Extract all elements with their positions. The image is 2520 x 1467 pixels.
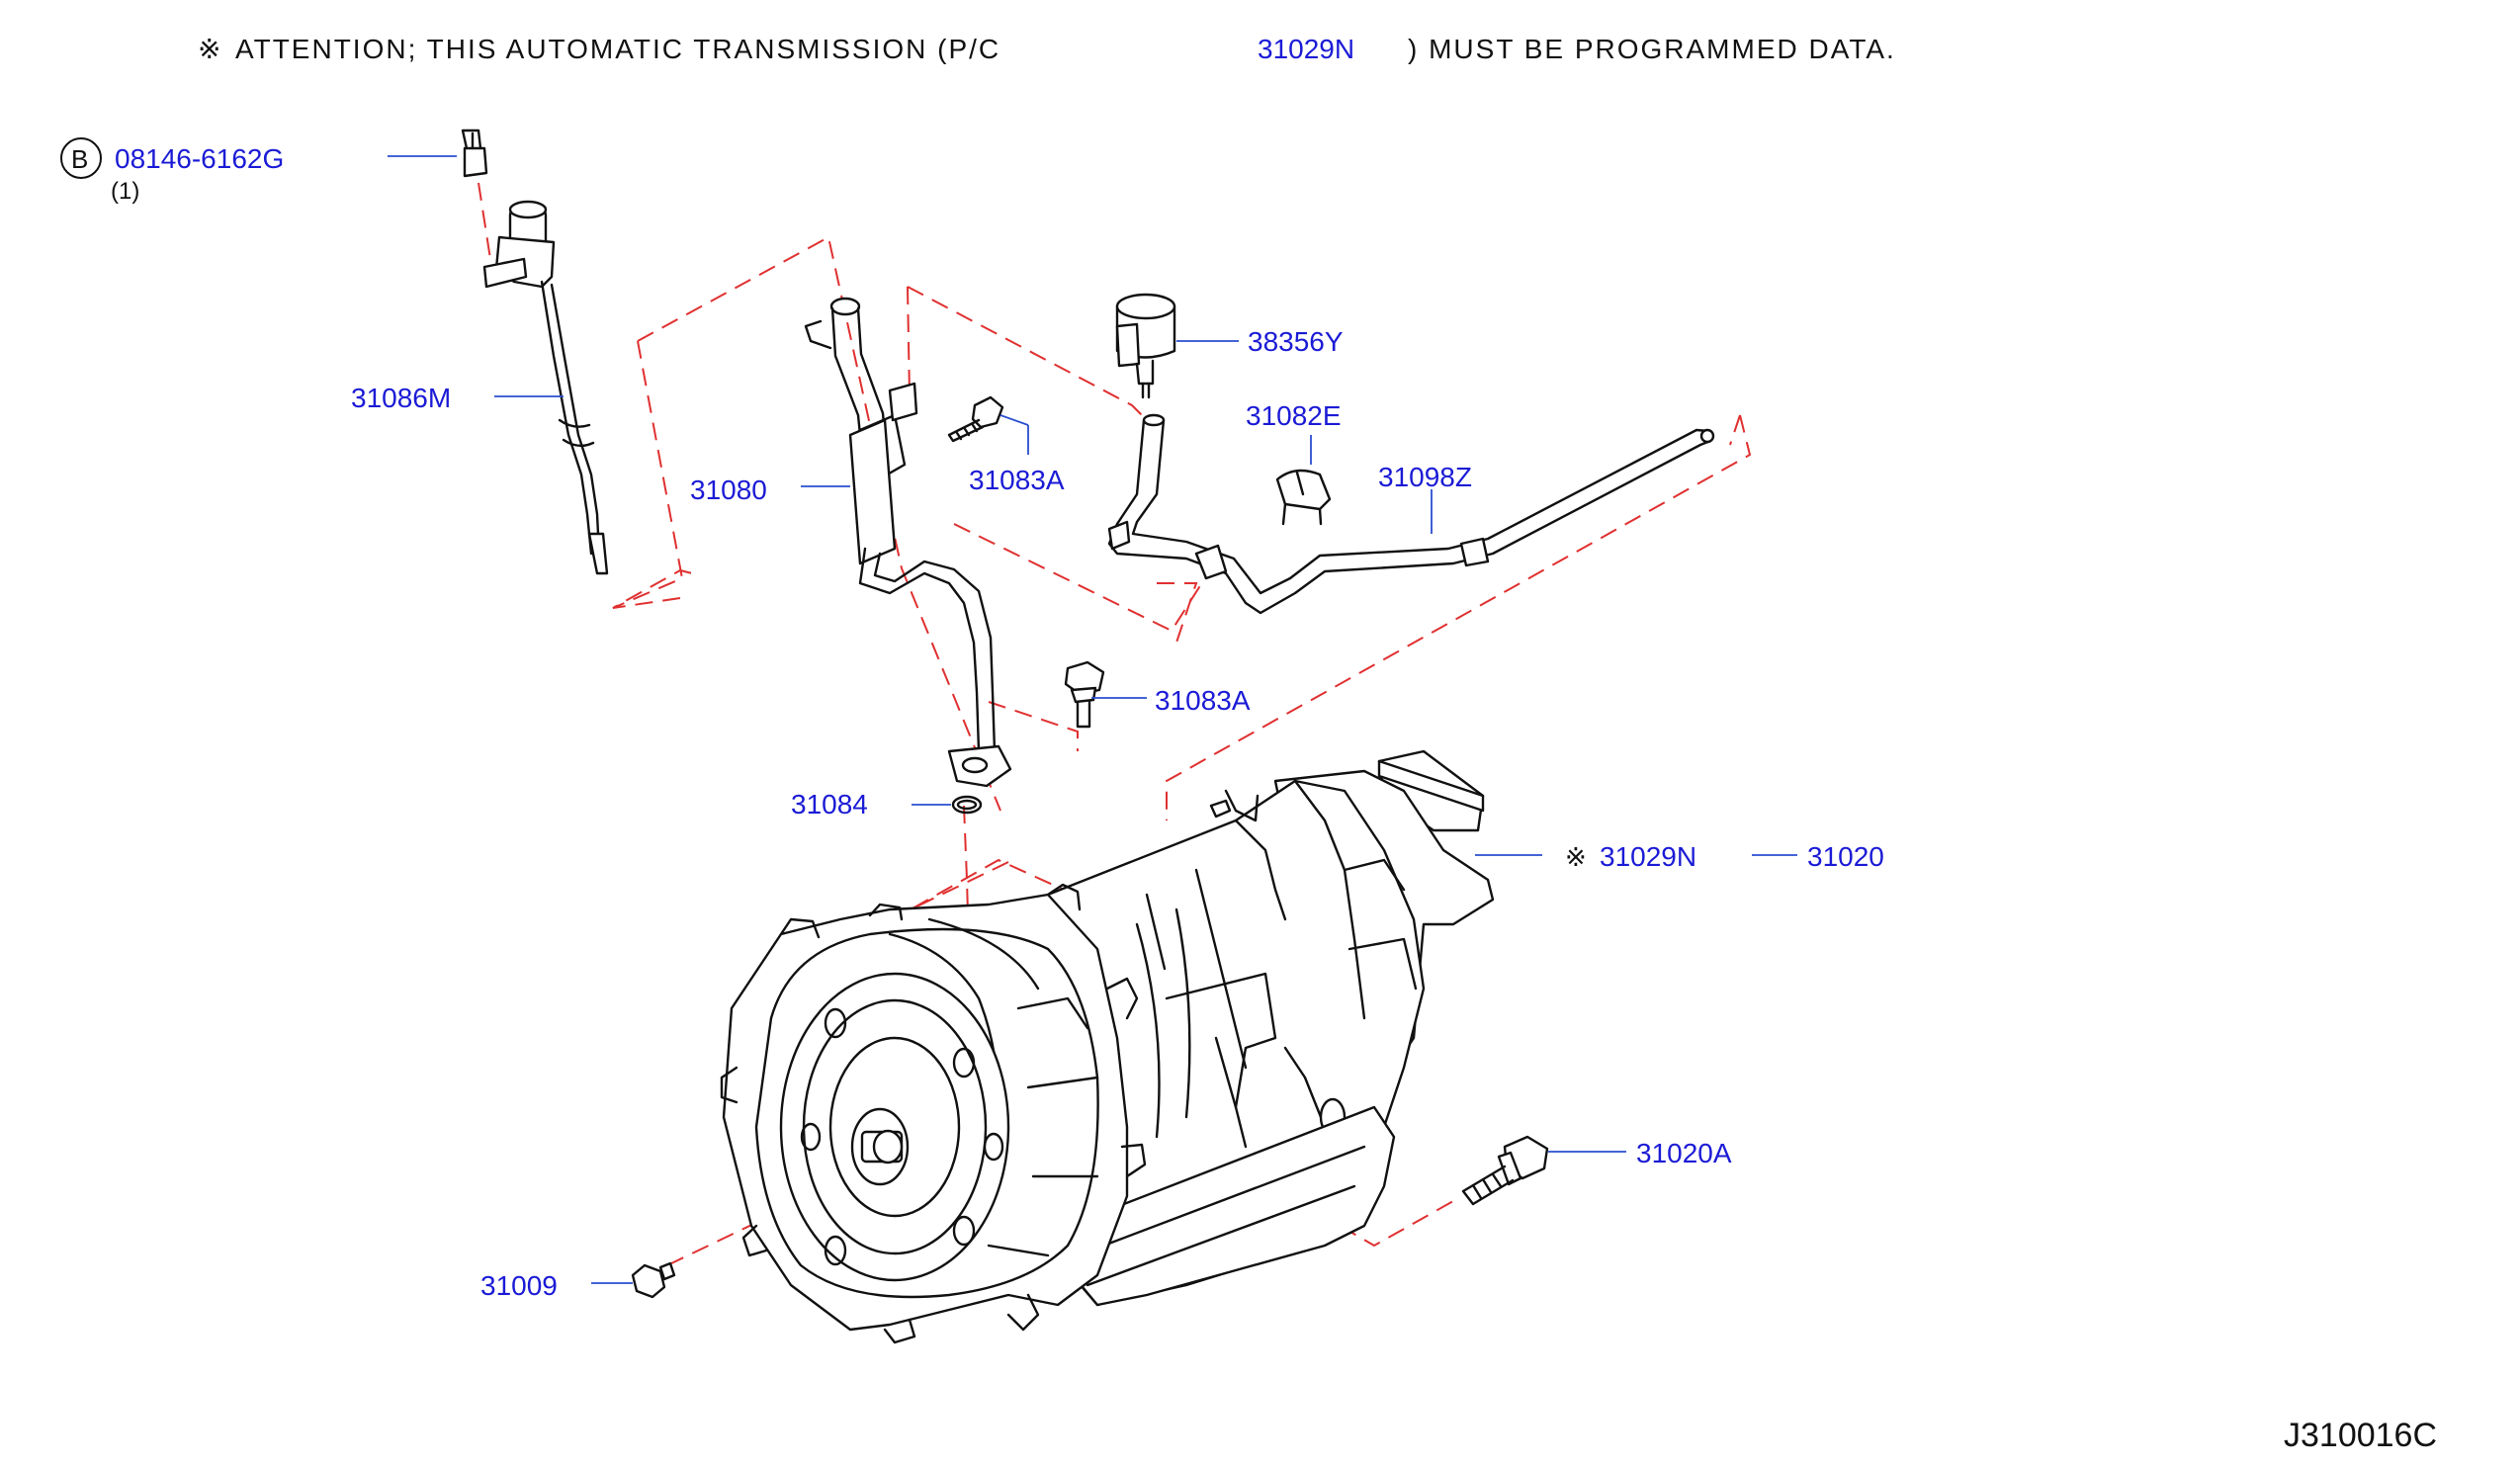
label-38356y[interactable]: 38356Y bbox=[1248, 326, 1344, 357]
label-31098z[interactable]: 31098Z bbox=[1378, 462, 1472, 492]
label-31020a[interactable]: 31020A bbox=[1636, 1138, 1732, 1168]
drain-plug-31009[interactable] bbox=[591, 1261, 676, 1299]
figure-code: J310016C bbox=[2284, 1417, 2437, 1454]
label-31084[interactable]: 31084 bbox=[791, 789, 868, 820]
label-31083a-upper[interactable]: 31083A bbox=[969, 465, 1065, 495]
label-31082e[interactable]: 31082E bbox=[1246, 400, 1342, 431]
label-31020[interactable]: 31020 bbox=[1807, 841, 1884, 872]
dipstick-assembly[interactable] bbox=[461, 129, 609, 575]
attention-text-end: ) MUST BE PROGRAMMED DATA. bbox=[1408, 34, 1896, 64]
filler-tube-assembly[interactable] bbox=[801, 297, 1012, 788]
bolt-31083a-upper[interactable] bbox=[947, 395, 1029, 455]
label-31009[interactable]: 31009 bbox=[480, 1270, 558, 1301]
attention-text: ATTENTION; THIS AUTOMATIC TRANSMISSION (… bbox=[235, 34, 1000, 64]
bolt-part-number[interactable]: 08146-6162G bbox=[115, 143, 284, 174]
bolt-note: B 08146-6162G (1) bbox=[60, 137, 457, 205]
attention-symbol: ※ bbox=[198, 34, 222, 64]
label-31083a-lower[interactable]: 31083A bbox=[1155, 685, 1251, 716]
breather-38356y[interactable] bbox=[1115, 293, 1239, 399]
label-31086m[interactable]: 31086M bbox=[351, 383, 451, 413]
bolt-quantity: (1) bbox=[111, 178, 139, 205]
bolt-b-circle bbox=[60, 137, 102, 179]
bolt-31083a-lower[interactable] bbox=[1064, 660, 1147, 729]
bolt-b-letter: B bbox=[71, 144, 88, 174]
automatic-transmission-31020[interactable] bbox=[720, 749, 1797, 1344]
clip-31082e[interactable] bbox=[1275, 435, 1332, 526]
attention-part-number[interactable]: 31029N bbox=[1258, 34, 1354, 64]
breather-hose-31098z[interactable] bbox=[1107, 413, 1715, 615]
label-31029n[interactable]: 31029N bbox=[1600, 841, 1696, 872]
o-ring-31084[interactable] bbox=[912, 795, 983, 815]
mount-bolt-31020a[interactable] bbox=[1461, 1135, 1626, 1206]
label-31080[interactable]: 31080 bbox=[690, 475, 767, 505]
label-tcm-symbol: ※ bbox=[1565, 842, 1587, 872]
